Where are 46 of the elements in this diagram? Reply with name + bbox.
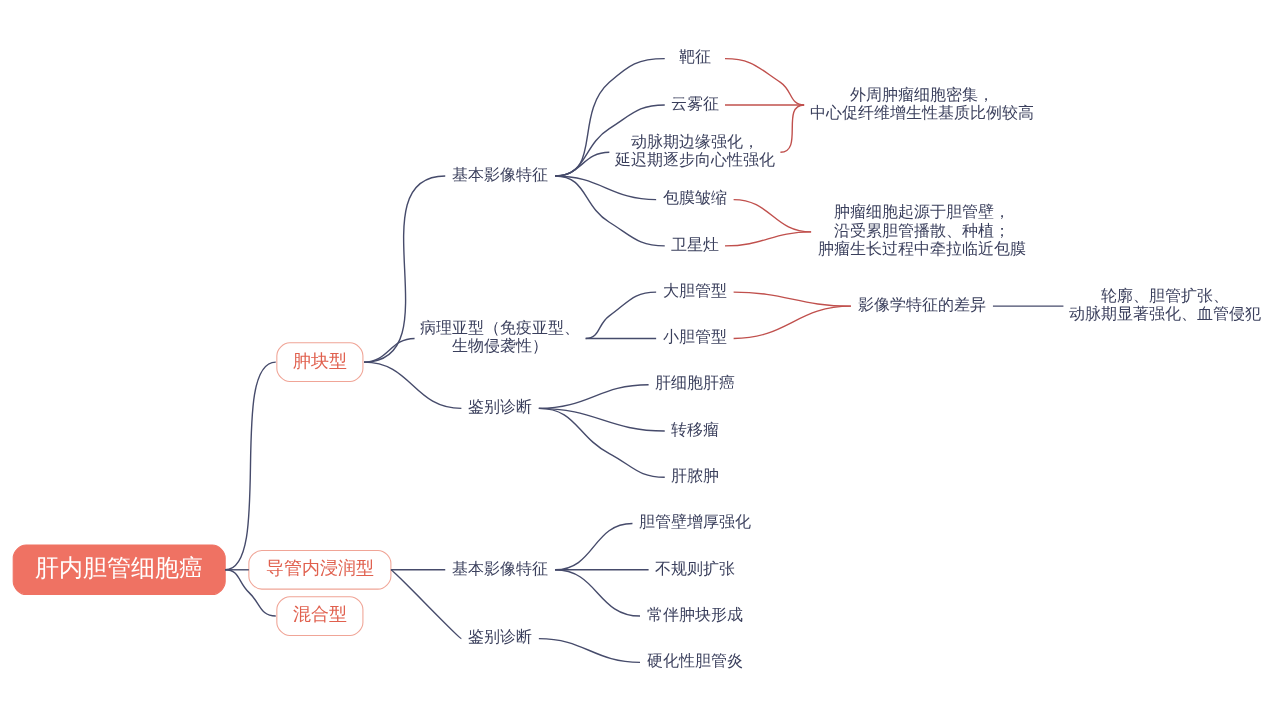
- connector: [724, 230, 812, 247]
- node-text: 常伴肿块形成: [646, 604, 743, 624]
- node-text: 包膜皱缩: [662, 187, 727, 207]
- connector: [363, 360, 463, 409]
- node-text: 小胆管型: [662, 326, 727, 346]
- node-text: 基本影像特征: [452, 558, 549, 578]
- node-text: 影像学特征的差异: [857, 294, 986, 314]
- node-box: 导管内浸润型: [248, 549, 392, 590]
- node-text: 靶征: [678, 46, 711, 66]
- connector: [732, 304, 852, 339]
- node-text: 轮廓、胆管扩张、动脉期显著强化、血管侵犯: [1069, 285, 1262, 323]
- node-box: 肿块型: [276, 341, 364, 382]
- connector: [584, 337, 657, 339]
- connector: [554, 174, 666, 247]
- node-box: 混合型: [276, 595, 364, 636]
- node-text: 硬化性胆管炎: [646, 650, 743, 670]
- node-text: 肿瘤细胞起源于胆管壁，沿受累胆管播散、种植；肿瘤生长过程中牵拉临近包膜: [817, 201, 1026, 258]
- connector: [390, 568, 446, 570]
- node-text: 鉴别诊断: [468, 626, 533, 646]
- connector: [538, 407, 666, 478]
- connector: [538, 637, 641, 663]
- node-box: 肝内胆管细胞癌: [12, 544, 226, 595]
- node-text: 鉴别诊断: [468, 396, 533, 416]
- connector: [554, 568, 641, 617]
- node-text: 外周肿瘤细胞密集，中心促纤维增生性基质比例较高: [809, 84, 1034, 122]
- connector: [363, 174, 446, 363]
- node-text: 不规则扩张: [654, 558, 735, 578]
- connector: [224, 568, 277, 617]
- node-text: 基本影像特征: [452, 164, 549, 184]
- connector: [992, 304, 1065, 307]
- node-text: 动脉期边缘强化，延迟期逐步向心性强化: [614, 131, 775, 169]
- node-text: 转移瘤: [670, 419, 719, 439]
- connector: [732, 290, 852, 307]
- node-text: 肝脓肿: [670, 465, 719, 485]
- node-text: 云雾征: [670, 93, 719, 113]
- connector: [584, 290, 657, 339]
- node-text: 肝细胞肝癌: [654, 372, 735, 392]
- node-text: 病理亚型（免疫亚型、生物侵袭性）: [420, 317, 581, 355]
- connector: [779, 103, 805, 153]
- node-text: 胆管壁增厚强化: [638, 511, 751, 531]
- connector: [724, 57, 805, 106]
- connector: [363, 337, 416, 363]
- connector: [724, 103, 805, 106]
- node-text: 大胆管型: [662, 280, 727, 300]
- connector: [390, 568, 463, 639]
- node-text: 卫星灶: [670, 234, 719, 254]
